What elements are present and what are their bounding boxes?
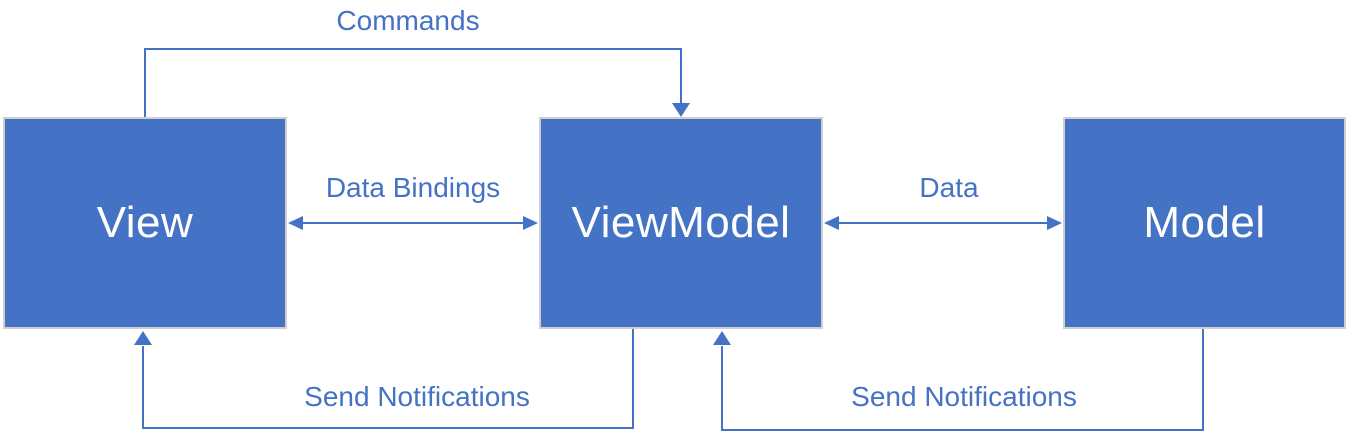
commands-arrow-line — [144, 48, 682, 117]
data-arrowhead-left-icon — [824, 216, 839, 230]
send-notifications-to-viewmodel-arrow — [713, 329, 1204, 431]
data-bindings-arrowhead-left-icon — [288, 216, 303, 230]
data-bindings-edge-label: Data Bindings — [325, 172, 501, 203]
send-notifications-to-viewmodel-edge-label: Send Notifications — [851, 381, 1077, 412]
view-node: View — [3, 117, 287, 329]
model-node-label: Model — [1143, 198, 1266, 247]
view-node-label: View — [96, 198, 194, 247]
model-node: Model — [1063, 117, 1346, 329]
viewmodel-node: ViewModel — [539, 117, 823, 329]
data-bindings-arrow — [288, 216, 538, 230]
send-notifications-to-viewmodel-line — [721, 329, 1204, 431]
data-arrowhead-right-icon — [1047, 216, 1062, 230]
send-notifications-to-view-arrowhead-up-icon — [134, 331, 152, 345]
commands-edge-label: Commands — [336, 5, 480, 36]
commands-arrow — [144, 48, 690, 117]
commands-arrowhead-down-icon — [672, 103, 690, 117]
data-edge-label: Data — [919, 172, 979, 203]
send-notifications-to-view-line — [142, 329, 634, 429]
data-bindings-arrowhead-right-icon — [523, 216, 538, 230]
data-arrow — [824, 216, 1062, 230]
send-notifications-to-view-edge-label: Send Notifications — [304, 381, 530, 412]
send-notifications-to-viewmodel-arrowhead-up-icon — [713, 331, 731, 345]
send-notifications-to-view-arrow — [134, 329, 634, 429]
viewmodel-node-label: ViewModel — [571, 198, 791, 247]
